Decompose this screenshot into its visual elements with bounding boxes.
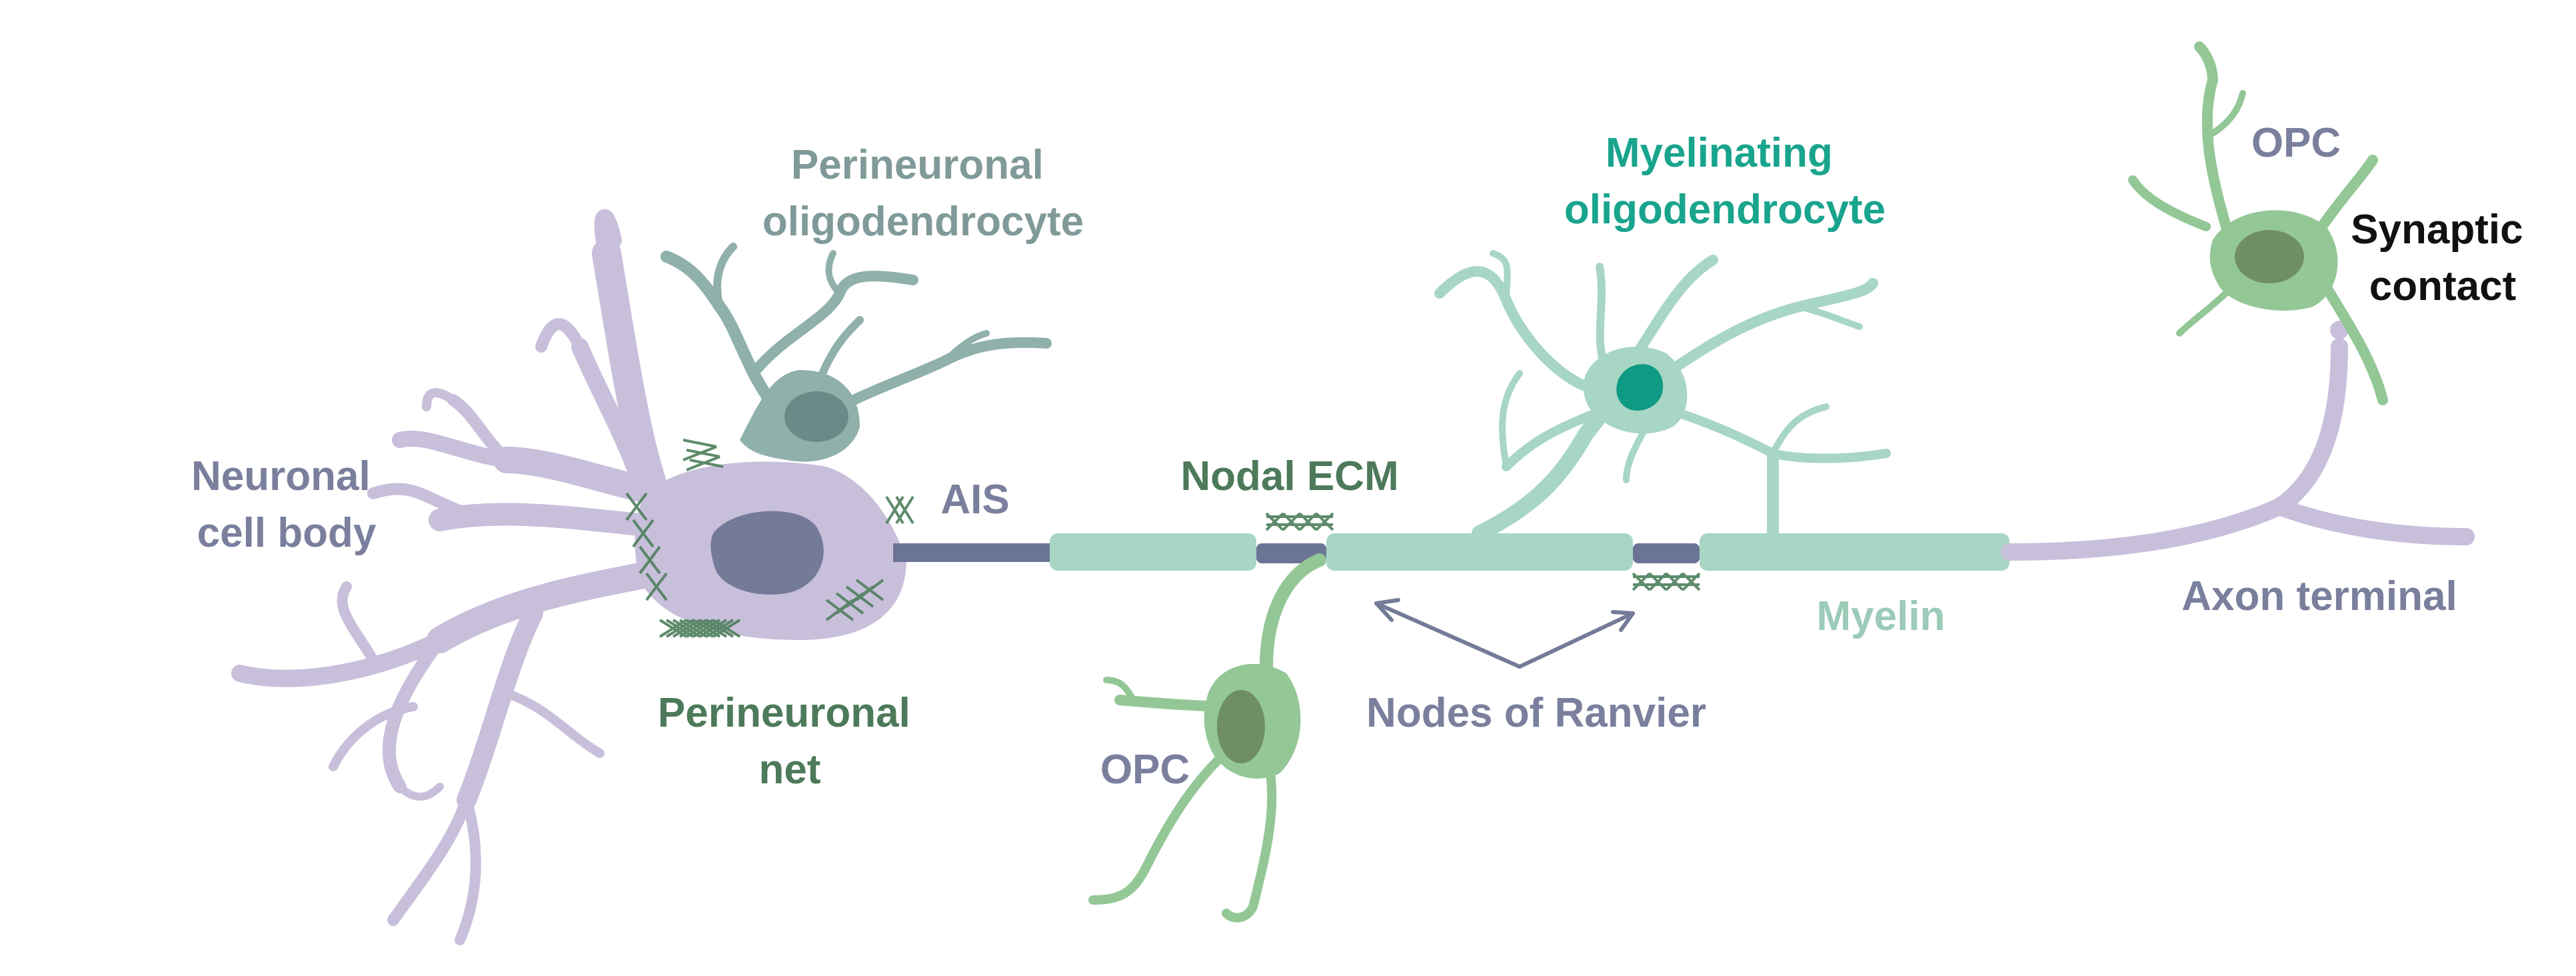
label-perineuronal-net: Perineuronal net <box>658 690 922 793</box>
axon-initial-segment <box>893 543 1053 562</box>
node-of-ranvier-2 <box>1633 543 1700 563</box>
perineuronal-oligodendrocyte-nucleus <box>784 391 848 442</box>
label-synaptic-contact: Synaptic contact <box>2351 207 2535 309</box>
opc-bottom-cell <box>1088 553 1326 923</box>
opc-bottom-nucleus <box>1217 690 1265 763</box>
label-nodes-of-ranvier: Nodes of Ranvier <box>1366 690 1706 736</box>
label-ais: AIS <box>940 477 1009 523</box>
myelin-segment-2 <box>1326 533 1633 571</box>
label-nodal-ecm: Nodal ECM <box>1180 453 1398 499</box>
myelin-segment-3 <box>1700 533 2009 571</box>
perineuronal-oligodendrocyte <box>660 243 1052 462</box>
labels: Neuronal cell body Perineuronal oligoden… <box>191 120 2535 793</box>
axon-terminal-branches <box>2001 338 2475 561</box>
opc-top-cell <box>2128 41 2388 405</box>
myelinating-oligodendrocyte <box>1434 250 1891 541</box>
label-opc-bottom: OPC <box>1100 747 1190 793</box>
axon <box>893 321 2475 571</box>
perineuronal-net <box>625 439 1701 638</box>
label-neuronal-cell-body: Neuronal cell body <box>191 453 382 556</box>
myelinating-oligodendrocyte-nucleus <box>1616 364 1664 411</box>
neuron-dendrites <box>231 209 681 945</box>
opc-top-nucleus <box>2235 230 2304 283</box>
label-myelin: Myelin <box>1817 593 1945 639</box>
neuron-nucleus <box>710 511 824 595</box>
label-myelinating-oligodendrocyte: Myelinating oligodendrocyte <box>1564 130 1886 233</box>
label-opc-top: OPC <box>2251 120 2341 166</box>
myelin-segment-1 <box>1050 533 1256 571</box>
label-axon-terminal: Axon terminal <box>2181 573 2457 619</box>
label-perineuronal-oligodendrocyte: Perineuronal oligodendrocyte <box>762 142 1084 245</box>
nodes-of-ranvier-arrows <box>1374 598 1635 669</box>
